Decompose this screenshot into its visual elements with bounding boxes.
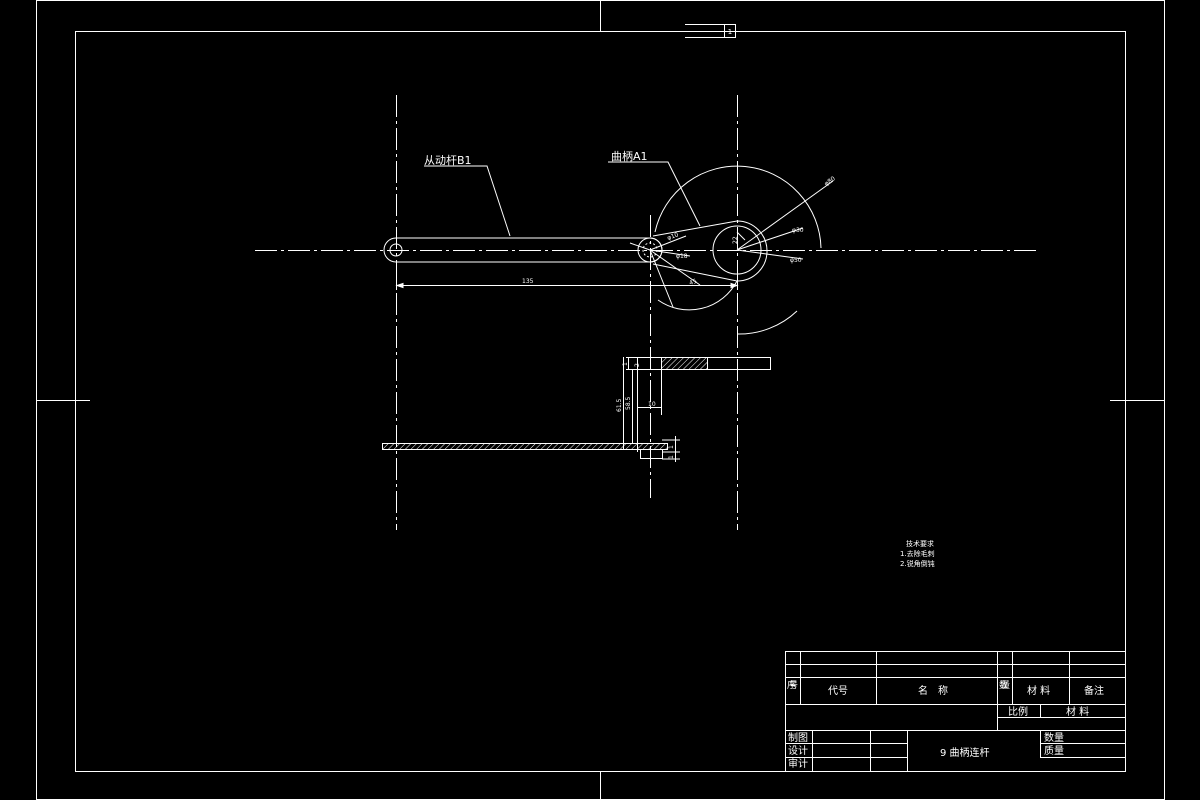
- tech-notes-line2: 2.锐角倒钝: [900, 559, 935, 568]
- dim-side-width: 10: [648, 401, 656, 408]
- tb-name: 名 称: [918, 684, 948, 697]
- tb-seq: 序号: [787, 679, 798, 691]
- tb-scale: 比例: [1008, 705, 1028, 718]
- side-view-dimensions: [618, 357, 662, 450]
- dim-side-height-a: 61.5: [616, 398, 623, 412]
- tb-qty-2: 数量: [1044, 731, 1064, 744]
- tb-remark: 备注: [1084, 684, 1104, 697]
- tech-notes-line1: 1.去除毛刺: [900, 549, 935, 558]
- tb-review: 审计: [788, 757, 808, 770]
- tech-notes-title: 技术要求: [906, 539, 934, 548]
- rod-side-view: [382, 436, 680, 462]
- dim-dia-small-outer: φ18: [676, 253, 688, 260]
- dim-length-main: 135: [522, 278, 534, 285]
- title-block: [785, 651, 1126, 772]
- dim-top-small: 1: [622, 362, 629, 366]
- length-dimension: [395, 262, 739, 290]
- tb-mass: 质量: [1044, 745, 1064, 757]
- tb-qty: 数量: [999, 679, 1010, 691]
- outer-border: [36, 0, 1165, 800]
- radius-arc-lower: [736, 310, 798, 335]
- dim-dia-big-outer: φ50: [790, 257, 802, 264]
- top-stamp: 1: [685, 24, 736, 38]
- crank-label: 曲柄A1: [611, 150, 648, 163]
- dim-dia-big-inner: φ30: [792, 227, 804, 234]
- tb-material: 材 料: [1027, 684, 1050, 697]
- radius-arc: [654, 165, 822, 249]
- dim-bottom-a: 1: [668, 445, 675, 449]
- follower-rod-label: 从动杆B1: [424, 153, 472, 167]
- stamp-text: 1: [728, 28, 732, 36]
- dim-bottom-b: 1: [668, 455, 675, 459]
- dim-hole-big: 22: [732, 236, 739, 244]
- dim-side-height-b: 58.5: [625, 396, 632, 410]
- tb-part-name: 9 曲柄连杆: [940, 746, 990, 759]
- dimension-leaders: [629, 180, 834, 311]
- tb-material-2: 材 料: [1066, 705, 1089, 718]
- tb-code: 代号: [828, 685, 848, 697]
- dim-angle: 45: [688, 278, 698, 287]
- tb-design: 设计: [788, 744, 808, 757]
- inner-border: [75, 31, 1126, 772]
- dim-radius-big: φ80: [823, 175, 837, 187]
- crank-side-view: [626, 357, 771, 452]
- tb-drawn: 制图: [788, 731, 808, 744]
- centering-marks: [36, 0, 1164, 800]
- dim-side-thk: 2: [634, 363, 641, 367]
- dim-dia-small: φ10: [666, 231, 679, 242]
- label-leaders: [424, 161, 701, 237]
